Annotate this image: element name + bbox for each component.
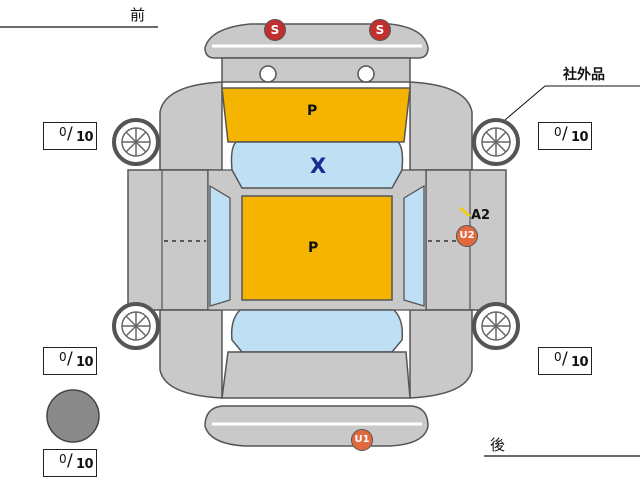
tire-max: 10 [571, 355, 589, 370]
windshield [230, 141, 404, 189]
front-label: 前 [130, 6, 146, 24]
tire-slash: / [562, 349, 568, 369]
rear-bumper [204, 405, 429, 447]
tire-box-front-right: 0 / 10 [538, 122, 592, 150]
headlight-right [357, 65, 375, 83]
hood-mark: P [307, 103, 318, 119]
tire-value: 0 [59, 452, 67, 466]
tire-value: 0 [554, 125, 562, 139]
front-bumper [204, 23, 429, 59]
right-window [403, 184, 425, 307]
hood-panel [221, 87, 411, 143]
tire-box-rear-right: 0 / 10 [538, 347, 592, 375]
tire-value: 0 [59, 125, 67, 139]
aftermarket-pointer-line [504, 85, 640, 121]
wheel-rear-left [112, 302, 160, 350]
windshield-mark: X [310, 154, 327, 178]
tire-max: 10 [76, 355, 94, 370]
roof-panel [241, 195, 393, 301]
rear-window [230, 309, 404, 353]
right-rear-fender [409, 309, 473, 399]
trunk-panel [221, 351, 411, 399]
wheel-rear-right [472, 302, 520, 350]
left-side-doors [127, 169, 209, 311]
a2-pointer-tick [459, 207, 471, 217]
wheel-front-left [112, 118, 160, 166]
tire-max: 10 [571, 130, 589, 145]
tire-box-spare: 0 / 10 [43, 449, 97, 477]
spare-tire-icon [46, 389, 100, 443]
left-front-fender [159, 81, 223, 171]
front-bumper-badge-s1: S [264, 19, 286, 41]
roof-mark: P [308, 240, 319, 256]
tire-slash: / [67, 124, 73, 144]
tire-max: 10 [76, 130, 94, 145]
tire-value: 0 [554, 350, 562, 364]
tire-max: 10 [76, 457, 94, 472]
rear-bumper-badge: U1 [351, 429, 373, 451]
right-side-badge: U2 [456, 225, 478, 247]
left-rear-fender [159, 309, 223, 399]
wheel-front-right [472, 118, 520, 166]
left-window [209, 184, 231, 307]
tire-slash: / [562, 124, 568, 144]
right-front-fender [409, 81, 473, 171]
rear-label: 後 [490, 436, 506, 454]
front-grille [221, 57, 411, 83]
right-side-mark: A2 [471, 208, 491, 223]
tire-slash: / [67, 451, 73, 471]
headlight-left [259, 65, 277, 83]
tire-box-rear-left: 0 / 10 [43, 347, 97, 375]
front-bumper-badge-s2: S [369, 19, 391, 41]
tire-value: 0 [59, 350, 67, 364]
tire-slash: / [67, 349, 73, 369]
aftermarket-label: 社外品 [563, 67, 605, 83]
tire-box-front-left: 0 / 10 [43, 122, 97, 150]
